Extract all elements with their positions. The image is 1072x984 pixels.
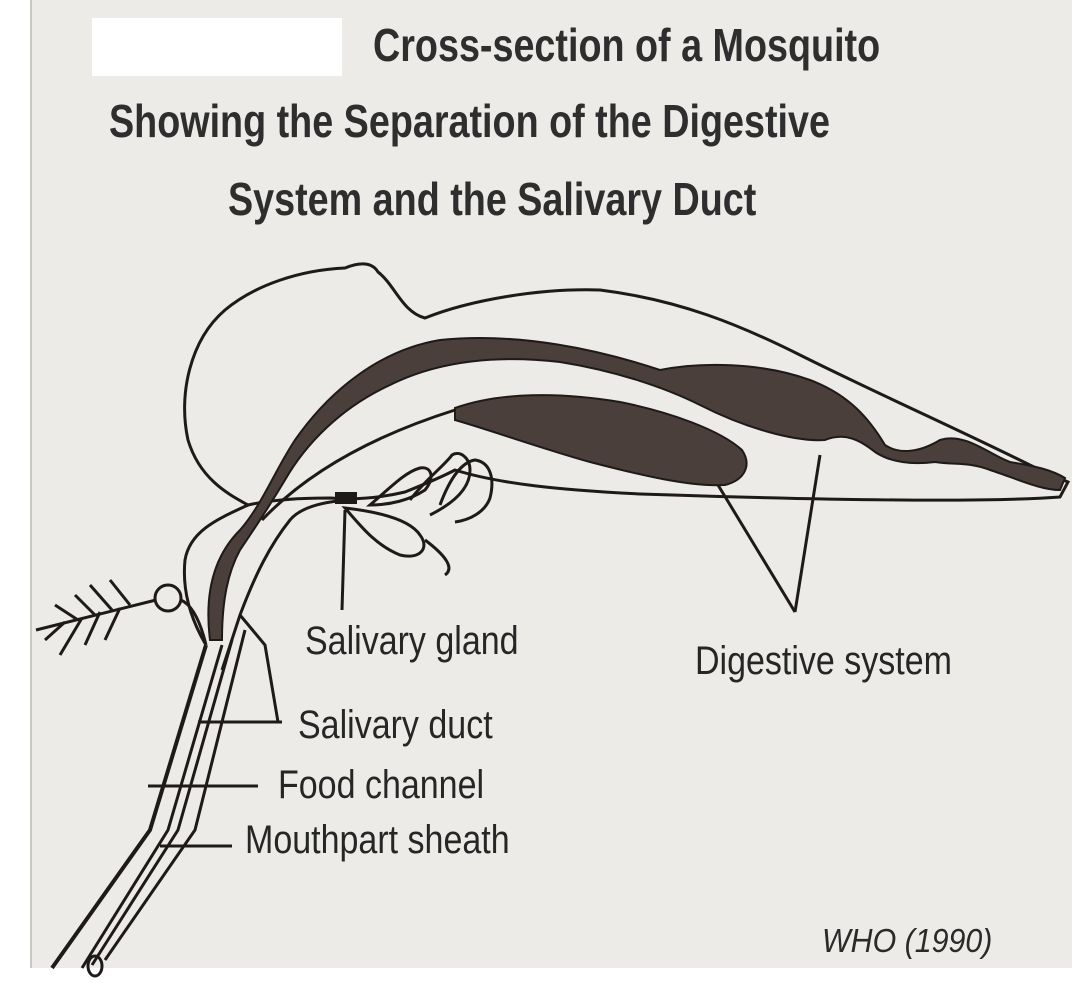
proboscis xyxy=(52,630,245,976)
label-salivary-gland: Salivary gland xyxy=(305,619,519,664)
digestive-tract-upper xyxy=(208,338,1065,640)
label-salivary-duct: Salivary duct xyxy=(298,703,493,748)
label-digestive-system: Digestive system xyxy=(695,639,952,684)
antenna xyxy=(36,580,181,655)
salivary-gland xyxy=(345,453,492,575)
source-credit: WHO (1990) xyxy=(822,922,992,960)
label-food-channel: Food channel xyxy=(278,763,484,808)
label-mouthpart-sheath: Mouthpart sheath xyxy=(245,818,510,863)
duct-junction xyxy=(335,492,357,504)
digestive-chamber-lower xyxy=(455,395,747,485)
